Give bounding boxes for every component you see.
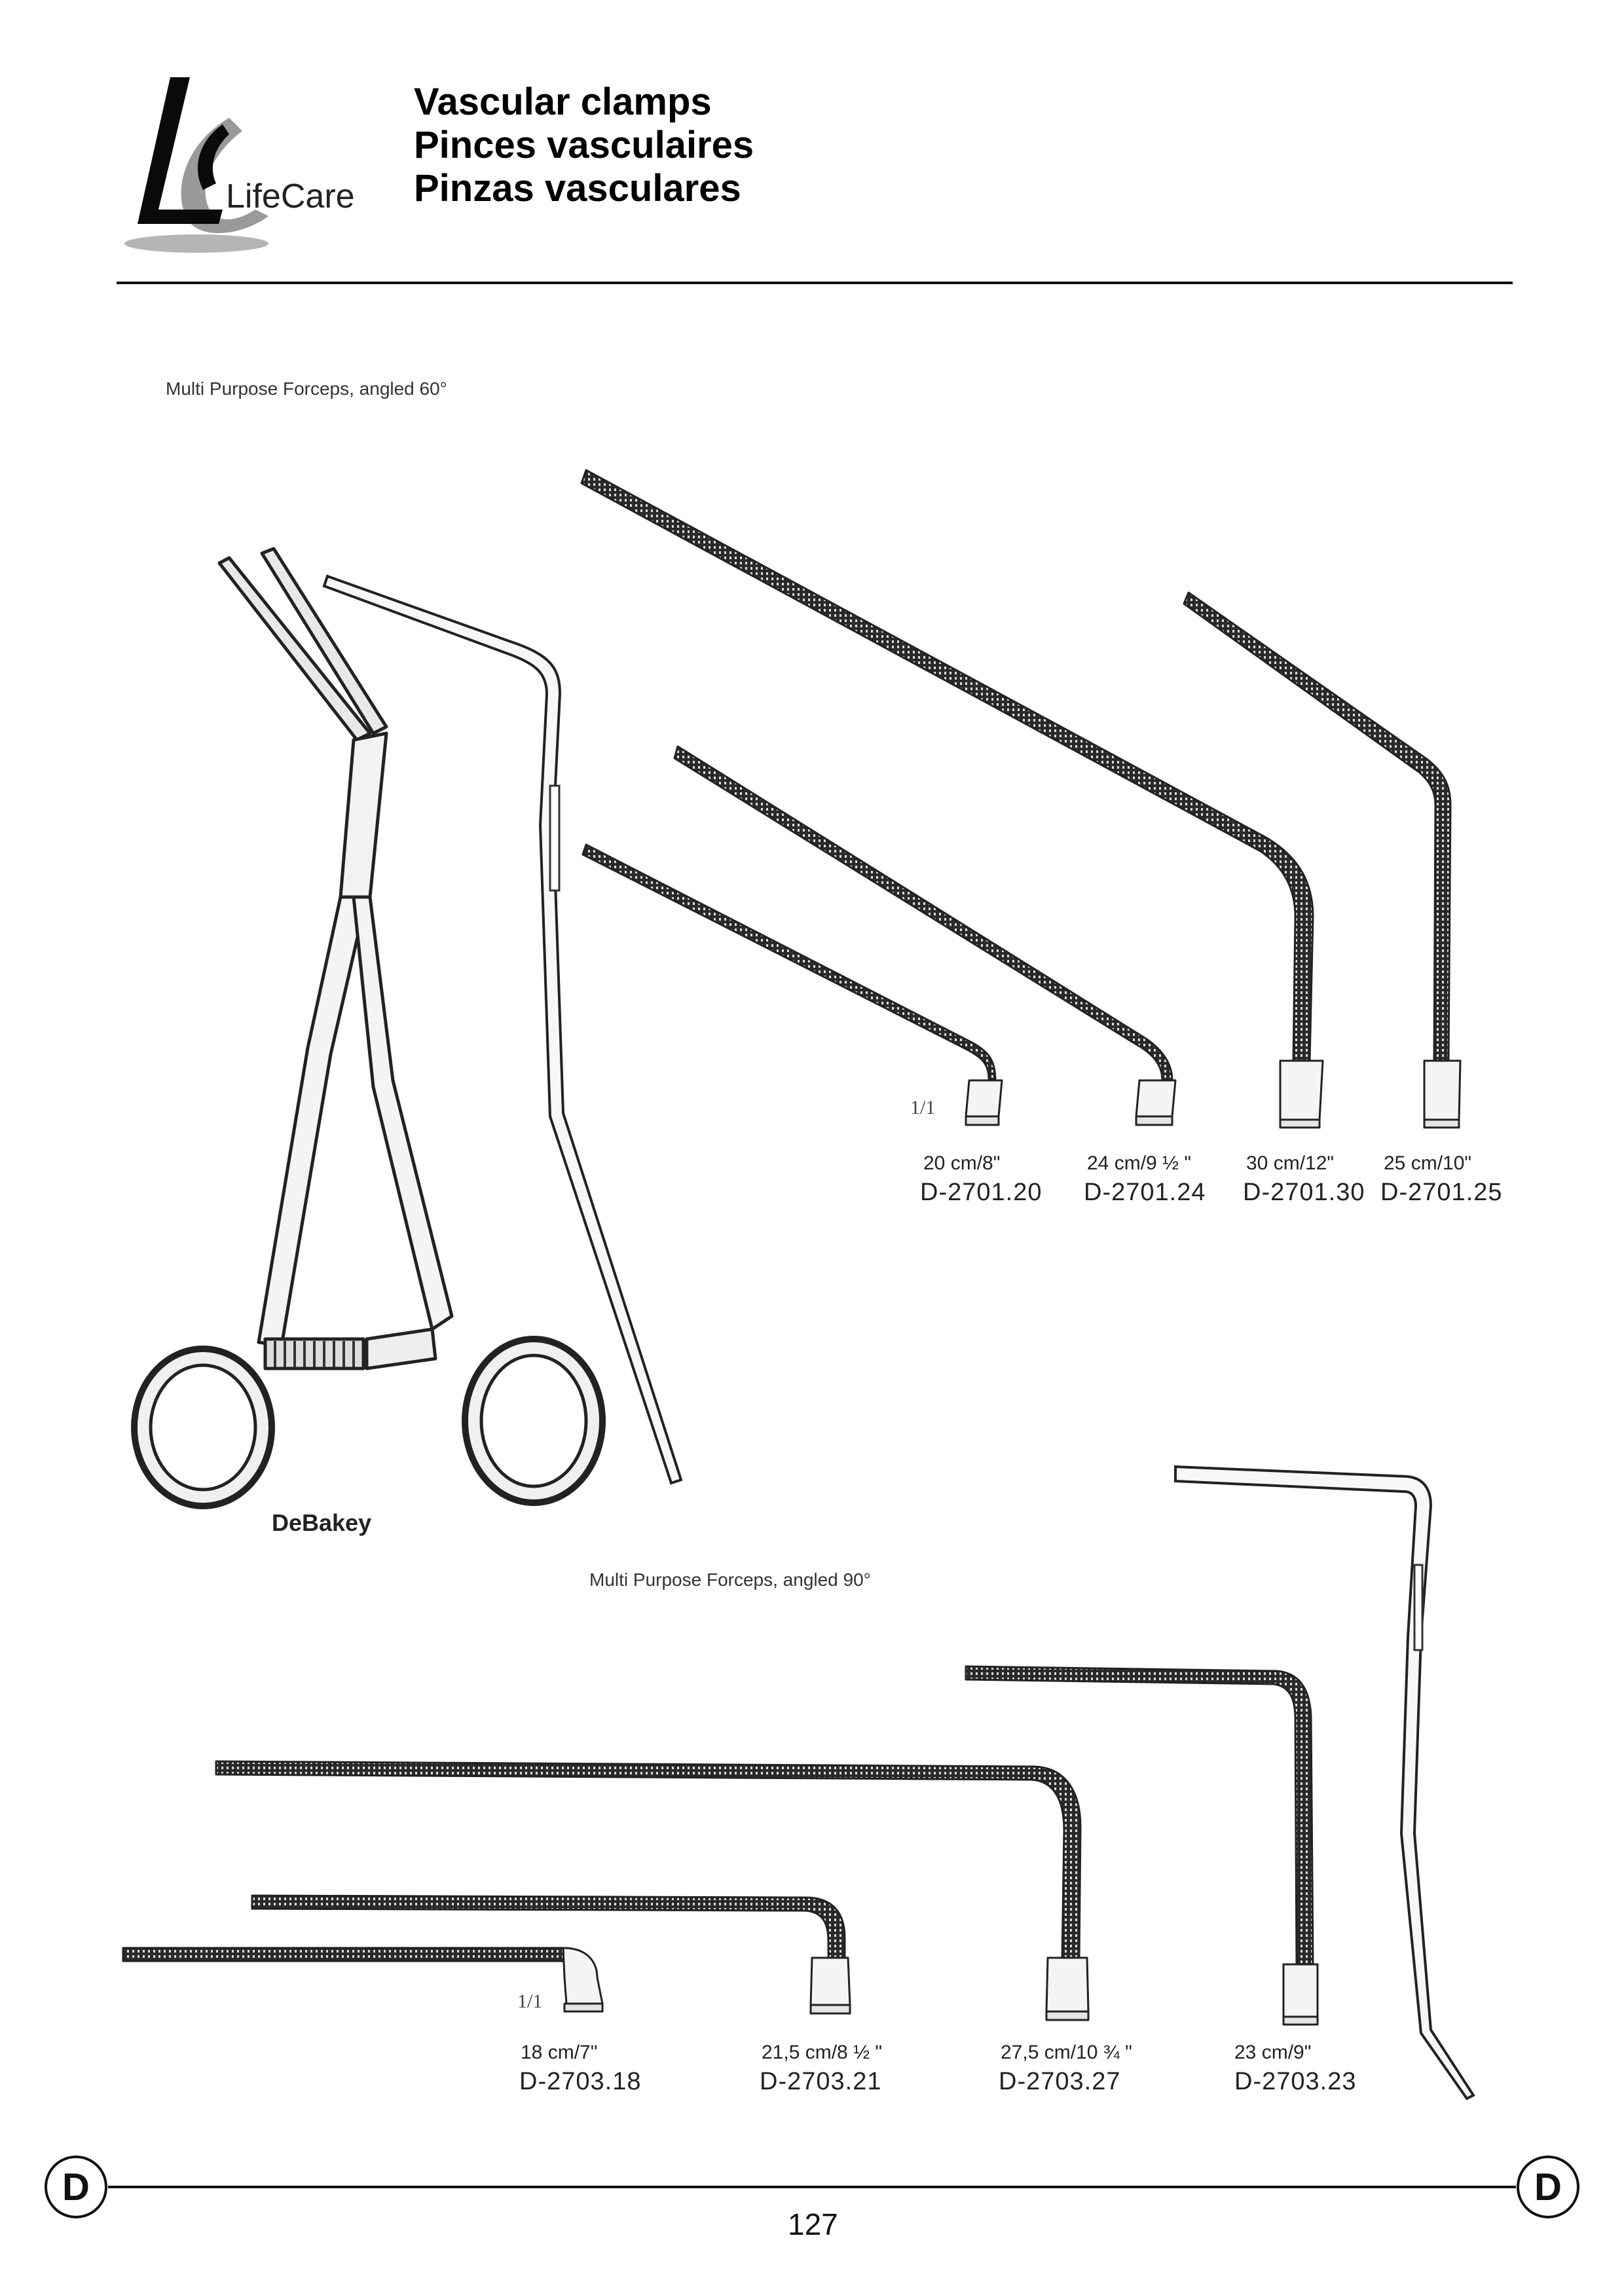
size-label-2703-27: 27,5 cm/10 ¾ " <box>1001 2042 1132 2063</box>
code-label-2701-30: D-2701.30 <box>1243 1179 1365 1206</box>
header-divider <box>117 282 1513 284</box>
size-label-2703-18: 18 cm/7" <box>521 2042 598 2063</box>
code-label-2703-18: D-2703.18 <box>519 2068 642 2095</box>
size-label-2703-23: 23 cm/9" <box>1234 2042 1312 2063</box>
code-label-2701-20: D-2701.20 <box>920 1179 1043 1206</box>
scale-90: 1/1 <box>517 1991 543 2012</box>
code-label-2701-25: D-2701.25 <box>1380 1179 1503 1206</box>
section-90-label: Multi Purpose Forceps, angled 90° <box>589 1570 871 1590</box>
section-marker-right: D <box>1517 2156 1579 2218</box>
code-label-2703-23: D-2703.23 <box>1234 2068 1357 2095</box>
forceps-name: DeBakey <box>272 1509 372 1536</box>
page-number: 127 <box>788 2207 838 2241</box>
size-label-2701-25: 25 cm/10" <box>1384 1152 1472 1174</box>
code-label-2703-27: D-2703.27 <box>999 2068 1121 2095</box>
size-label-2703-21: 21,5 cm/8 ½ " <box>762 2042 883 2063</box>
title-spanish: Pinzas vasculares <box>414 167 741 210</box>
code-label-2703-21: D-2703.21 <box>760 2068 882 2095</box>
brand-logo: LifeCare <box>111 72 373 268</box>
code-label-2701-24: D-2701.24 <box>1084 1179 1206 1206</box>
scale-60: 1/1 <box>910 1097 936 1118</box>
logo-mark-icon <box>124 77 268 253</box>
section-marker-left: D <box>45 2156 107 2218</box>
section-60-label: Multi Purpose Forceps, angled 60° <box>166 378 447 399</box>
footer-divider <box>108 2186 1516 2188</box>
brand-name: LifeCare <box>226 177 355 215</box>
page-title: Vascular clamps Pinces vasculaires Pinza… <box>414 81 754 210</box>
title-french: Pinces vasculaires <box>414 124 754 166</box>
size-label-2701-24: 24 cm/9 ½ " <box>1087 1152 1192 1174</box>
size-label-2701-30: 30 cm/12" <box>1246 1152 1335 1174</box>
title-english: Vascular clamps <box>414 81 712 123</box>
size-label-2701-20: 20 cm/8" <box>923 1152 1001 1174</box>
